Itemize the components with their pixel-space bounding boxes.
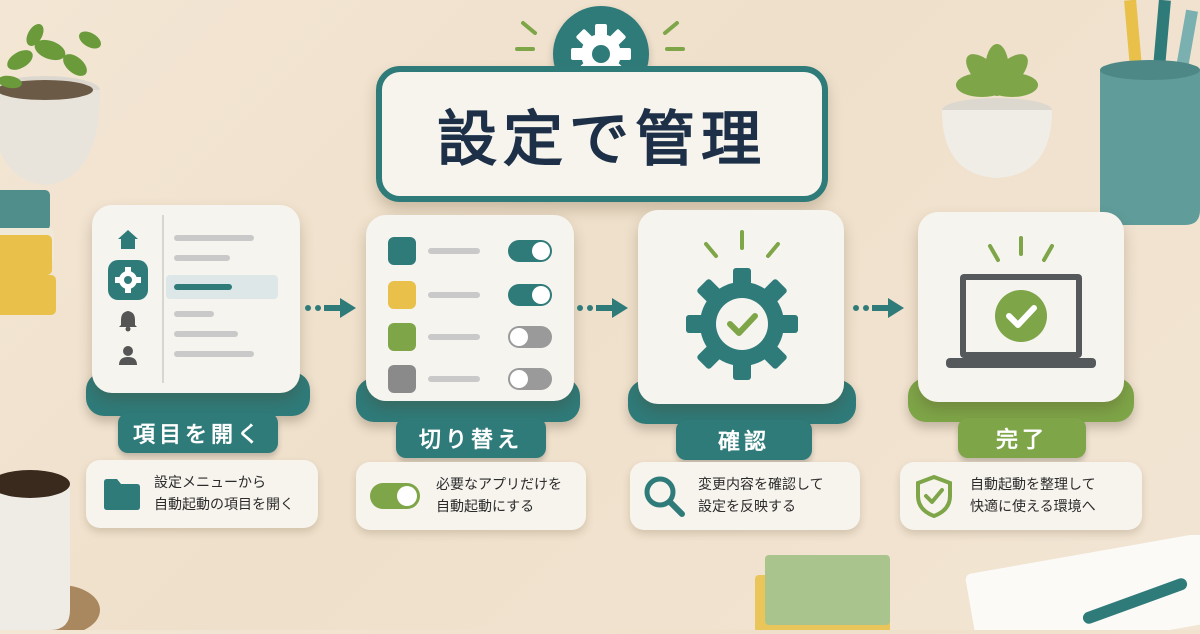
notebook	[960, 533, 1200, 634]
sticky-notes	[745, 545, 905, 634]
user-icon	[119, 346, 137, 365]
succulent-pot	[940, 25, 1055, 180]
step-label-4: 完了	[958, 418, 1086, 458]
plant-pot-left	[0, 20, 110, 185]
laptop-check-icon	[946, 236, 1096, 368]
toggle-on-2[interactable]	[508, 284, 552, 306]
pencil-cup	[1100, 0, 1200, 230]
title-sparks	[515, 15, 685, 65]
desc-line-2: 自動起動の項目を開く	[154, 497, 294, 513]
desc-line-2: 自動起動にする	[436, 499, 535, 515]
step-label-2: 切り替え	[396, 418, 546, 458]
toggle-off-2[interactable]	[508, 368, 552, 390]
desc-line-1: 自動起動を整理して	[970, 477, 1096, 493]
desc-line-1: 必要なアプリだけを	[436, 477, 562, 493]
books-stack	[0, 190, 60, 330]
coffee-cup	[0, 460, 100, 634]
home-icon	[118, 230, 138, 249]
bell-icon	[119, 311, 137, 332]
step-label-1: 項目を開く	[118, 413, 278, 453]
desc-line-2: 設定を反映する	[698, 499, 796, 515]
step-label-3: 確認	[676, 420, 812, 460]
arrow-right-icon	[305, 298, 356, 318]
toggle-off-1[interactable]	[508, 326, 552, 348]
desc-line-2: 快適に使える環境へ	[970, 499, 1096, 515]
desc-line-1: 変更内容を確認して	[698, 477, 824, 493]
gear-icon	[553, 6, 649, 102]
arrow-right-icon	[853, 298, 904, 318]
step-card-confirm	[638, 210, 844, 404]
settings-menu-icon	[108, 260, 148, 300]
shield-check-icon	[916, 474, 952, 518]
toggle-icon	[370, 483, 420, 509]
step-card-done	[918, 212, 1124, 402]
magnifier-icon	[644, 476, 685, 517]
desc-line-1: 設定メニューから	[154, 475, 266, 491]
gear-check-icon	[686, 230, 798, 380]
arrow-right-icon	[577, 298, 628, 318]
toggle-on-1[interactable]	[508, 240, 552, 262]
step-desc-4: 自動起動を整理して 快適に使える環境へ	[900, 462, 1142, 530]
step-desc-1: 設定メニューから 自動起動の項目を開く	[86, 460, 318, 528]
step-desc-3: 変更内容を確認して 設定を反映する	[630, 462, 860, 530]
page-title: 設定で管理	[437, 104, 767, 175]
title-box: 設定で管理	[376, 66, 828, 202]
step-card-toggle	[366, 215, 574, 401]
step-card-open	[92, 205, 300, 393]
step-desc-2: 必要なアプリだけを 自動起動にする	[356, 462, 586, 530]
folder-icon	[104, 479, 140, 510]
